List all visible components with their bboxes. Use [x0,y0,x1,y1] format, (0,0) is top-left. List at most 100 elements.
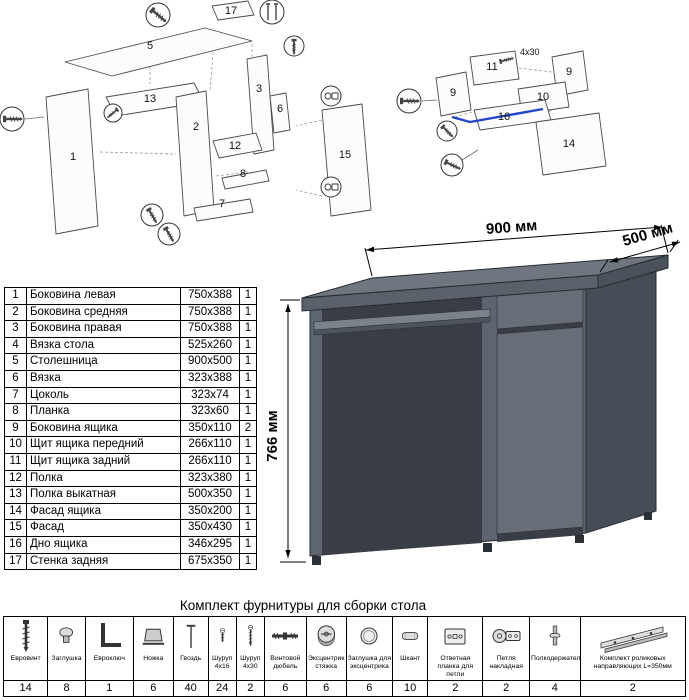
hw-item-qty: 6 [346,680,393,696]
part-num: 8 [4,403,27,421]
hw-item-label: Полкодержатель [531,655,580,662]
part-qty: 1 [239,386,257,405]
dim-height-label: 766 мм [264,410,281,461]
part-label-17: 17 [225,5,237,17]
hw-item-eurovint: Евровинт 14 [4,617,48,696]
part-qty: 1 [239,552,257,571]
part-name: Фасад ящика [26,502,181,521]
part-num: 14 [4,502,27,521]
part-qty: 1 [239,535,257,554]
panel-17-back-wall [211,0,255,21]
dim-width-label: 900 мм [485,217,538,238]
part-size: 323x74 [180,386,240,405]
part-qty: 1 [239,353,257,371]
screw-4x30-icon [237,617,264,655]
exploded-diagrams: 17 5 1 2 3 13 12 6 8 7 15 [0,0,607,246]
hw-item-qty: 2 [483,680,530,696]
nail-icon [174,617,208,655]
part-size: 750x388 [180,320,240,338]
panel-8-strip [221,169,270,190]
panel-14-drawer-facade [535,112,607,176]
hinge-plate-icon [428,617,482,655]
part-name: Боковина левая [26,287,181,305]
hw-item-qty: 14 [4,680,48,696]
part-num: 3 [4,320,27,338]
part-num: 12 [4,469,27,488]
part-num: 17 [4,552,27,571]
part-size: 346x295 [180,535,240,554]
hw-item-qty: 24 [208,680,236,696]
hw-item-polkoderzhatel: Полкодержатель 4 [529,617,580,696]
hw-item-label: Шкант [400,655,421,662]
part-name: Вязка стола [26,336,181,355]
part-label-14: 14 [563,138,575,150]
part-num: 6 [4,369,27,388]
hinge-icon [324,183,339,191]
fastener-callouts-left [0,0,342,246]
hw-item-label: Евроключ [93,655,125,662]
part-num: 5 [4,353,27,371]
roller-slides-icon [581,617,685,655]
hw-item-shurup-4x30: Шуруп 4x30 2 [235,617,264,696]
part-qty: 1 [239,436,257,454]
part-qty: 1 [239,403,257,421]
slide-rail-highlight [451,107,544,124]
hex-key-icon [86,617,133,655]
part-name: Вязка [26,369,181,388]
part-label-9b: 9 [566,66,572,78]
hw-item-label: Шуруп 4x30 [240,655,261,670]
part-name: Полка выкатная [26,486,181,504]
part-label-3: 3 [256,83,262,95]
hw-item-label: Ответная планка для петли [437,655,474,678]
part-num: 11 [4,452,27,471]
hw-item-label: Заглушка для эксцентрика [347,655,392,670]
overlay-hinge-icon [483,617,529,655]
part-size: 350x430 [180,519,240,537]
part-num: 10 [4,436,27,454]
part-name: Фасад [26,519,181,537]
part-label-7: 7 [219,198,225,210]
part-qty: 1 [239,486,257,504]
part-size: 323x60 [180,403,240,421]
part-size: 525x260 [180,336,240,355]
part-num: 15 [4,519,27,537]
hw-item-nozhka: Ножка 6 [132,617,173,696]
part-size: 750x388 [180,303,240,322]
hw-item-qty: 4 [530,680,580,696]
part-label-15: 15 [339,149,351,161]
fastener-callouts-right [396,54,516,177]
part-label-16: 16 [498,111,510,123]
panel-9-drawer-side-left [435,71,472,117]
hw-item-label: Эксцентрик стяжка [307,655,345,670]
part-label-6: 6 [277,103,283,115]
screw-size-note: 4x30 [520,47,540,57]
part-num: 2 [4,303,27,322]
panel-7-plinth [193,198,254,222]
part-qty: 1 [239,519,257,537]
hw-item-gvozd: Гвоздь 40 [172,617,208,696]
hw-item-qty: 6 [264,680,306,696]
panel-2-middle-side [175,90,215,217]
part-qty: 1 [239,287,257,305]
part-label-5: 5 [147,40,153,52]
hw-item-shurup-4x16: Шуруп 4x16 24 [207,617,236,696]
dimension-depth [599,239,681,273]
hw-item-qty: 6 [306,680,346,696]
part-label-2: 2 [193,121,199,133]
part-size: 350x200 [180,502,240,521]
part-size: 266x110 [180,452,240,471]
part-name: Столешница [26,353,181,371]
part-size: 500x350 [180,486,240,504]
